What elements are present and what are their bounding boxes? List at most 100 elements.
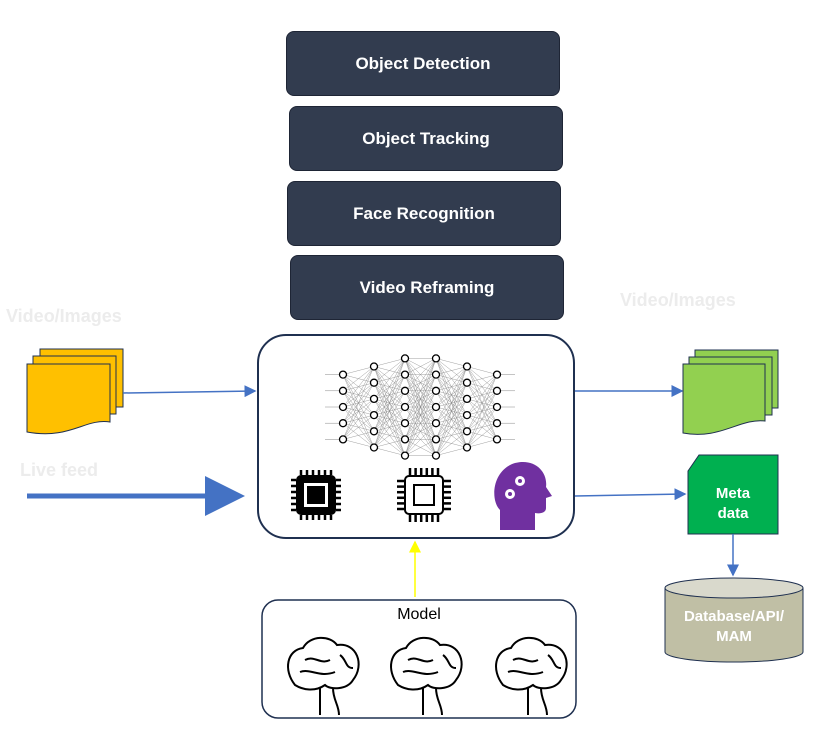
- nn-edge: [435, 447, 468, 456]
- nn-edge: [342, 366, 375, 391]
- nn-edge: [466, 374, 498, 400]
- live-feed-label: Live feed: [20, 460, 99, 480]
- input-video-arrow: [122, 385, 257, 398]
- nn-node: [462, 394, 472, 404]
- nn-node: [369, 427, 379, 436]
- brain-icon: [287, 636, 360, 716]
- nn-edge: [404, 423, 437, 456]
- nn-node: [431, 354, 441, 363]
- nn-edge: [373, 390, 406, 448]
- model-label: Model: [397, 606, 441, 623]
- output-video-label: Video/Images: [620, 290, 736, 310]
- nn-edge: [435, 358, 468, 367]
- database-label: Database/API/ MAM: [665, 607, 803, 647]
- nn-node: [369, 362, 379, 371]
- nn-node: [369, 394, 379, 404]
- nn-edge: [435, 382, 468, 456]
- nn-edge: [466, 439, 498, 448]
- nn-edge: [342, 366, 375, 424]
- nn-node: [338, 386, 348, 395]
- nn-edge: [373, 423, 406, 448]
- nn-edge: [435, 366, 468, 375]
- nn-node: [369, 378, 379, 387]
- nn-node: [462, 362, 472, 371]
- nn-edge: [435, 366, 468, 408]
- nn-edge: [435, 398, 468, 456]
- nn-node: [369, 410, 379, 420]
- head-gears-icon: [494, 461, 552, 530]
- nn-edge: [342, 366, 375, 440]
- nn-edge: [466, 374, 498, 383]
- meta-arrow: [574, 488, 687, 501]
- nn-node: [462, 427, 472, 436]
- nn-edge: [342, 414, 375, 440]
- nn-edge: [373, 439, 406, 448]
- nn-node: [338, 435, 348, 444]
- db-label-line1: Database/API/: [683, 608, 785, 625]
- nn-node: [400, 370, 410, 379]
- nn-edge: [404, 358, 437, 408]
- task-object-tracking: Object Tracking: [289, 106, 563, 171]
- nn-node: [462, 410, 472, 420]
- nn-edge: [435, 366, 468, 391]
- nn-edge: [435, 431, 468, 456]
- nn-edge: [404, 390, 437, 456]
- db-label-line2: MAM: [716, 628, 752, 645]
- nn-edge: [404, 358, 437, 440]
- nn-node: [431, 451, 441, 460]
- metadata-box: [687, 454, 779, 535]
- nn-node: [492, 386, 502, 395]
- nn-edge: [404, 358, 437, 391]
- nn-edge: [466, 406, 498, 448]
- nn-node: [338, 370, 348, 379]
- nn-node: [431, 402, 441, 412]
- nn-edge: [435, 366, 468, 456]
- nn-edge: [373, 358, 406, 448]
- nn-node: [462, 443, 472, 452]
- nn-node: [462, 378, 472, 387]
- nn-edge: [373, 374, 406, 448]
- nn-edge: [373, 358, 406, 416]
- input-video-label: Video/Images: [6, 306, 122, 326]
- nn-node: [400, 402, 410, 412]
- nn-edge: [435, 366, 468, 440]
- nn-edge: [404, 358, 437, 424]
- nn-node: [338, 419, 348, 428]
- database-cylinder: [664, 577, 804, 663]
- cpu-outline-icon: [397, 468, 451, 522]
- task-video-reframing: Video Reframing: [290, 255, 564, 320]
- nn-node: [431, 419, 441, 428]
- nn-edge: [404, 358, 437, 456]
- nn-edge: [373, 358, 406, 432]
- nn-edge: [342, 431, 375, 440]
- metadata-label: Meta data: [688, 484, 778, 524]
- nn-edge: [466, 366, 498, 375]
- nn-node: [492, 419, 502, 428]
- input-documents-icon: [26, 348, 124, 435]
- nn-node: [431, 435, 441, 444]
- nn-edge: [373, 358, 406, 367]
- nn-edge: [466, 374, 498, 448]
- nn-node: [400, 435, 410, 444]
- task-face-recognition: Face Recognition: [287, 181, 561, 246]
- cpu-filled-icon: [291, 470, 341, 520]
- nn-edge: [373, 447, 406, 456]
- nn-edge: [404, 406, 437, 456]
- nn-edge: [404, 374, 437, 456]
- nn-edge: [466, 423, 498, 448]
- nn-edge: [404, 439, 437, 456]
- nn-node: [431, 386, 441, 395]
- nn-edge: [466, 374, 498, 432]
- nn-edge: [373, 358, 406, 400]
- meta-label-line2: data: [717, 505, 749, 522]
- nn-edge: [342, 382, 375, 440]
- nn-node: [492, 370, 502, 379]
- neural-network-icon: [325, 354, 515, 460]
- nn-node: [369, 443, 379, 452]
- nn-node: [492, 402, 502, 412]
- nn-node: [400, 386, 410, 395]
- nn-edge: [373, 406, 406, 448]
- nn-edge: [342, 398, 375, 440]
